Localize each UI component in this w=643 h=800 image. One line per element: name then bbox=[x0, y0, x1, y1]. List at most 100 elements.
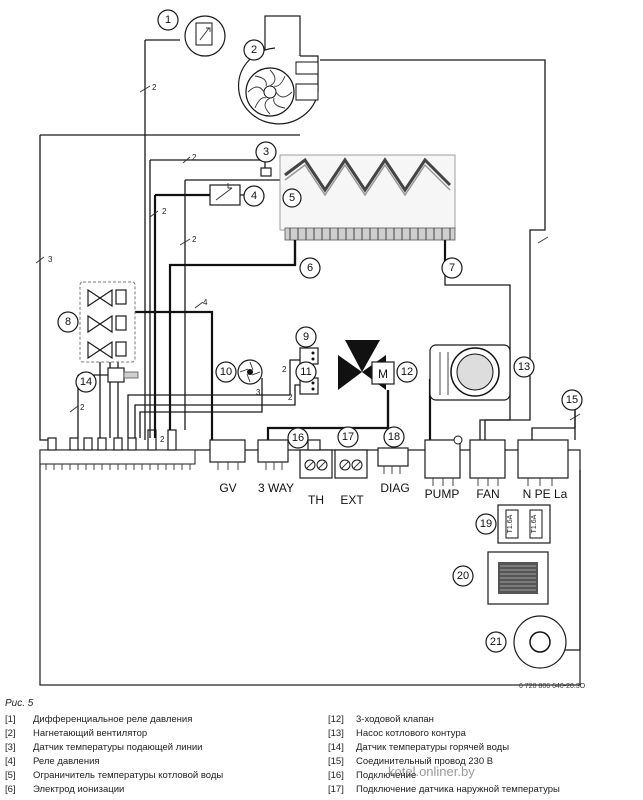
callout-20: 20 bbox=[452, 565, 474, 587]
transformer bbox=[487, 551, 549, 605]
label-diag: DIAG bbox=[380, 481, 409, 495]
callout-6: 6 bbox=[299, 257, 321, 279]
legend-item: [5]Ограничитель температуры котловой вод… bbox=[5, 770, 224, 781]
watermark: kotel.onliner.by bbox=[388, 764, 475, 779]
connector-fan bbox=[469, 439, 506, 486]
callout-11: 11 bbox=[295, 361, 317, 383]
callout-5: 5 bbox=[282, 188, 302, 208]
callout-3: 3 bbox=[255, 141, 277, 163]
figure-caption: Рис. 5 bbox=[5, 698, 34, 709]
wire-transformer bbox=[565, 470, 581, 651]
callout-4: 4 bbox=[243, 185, 265, 207]
legend-item: [3]Датчик температуры подающей линии bbox=[5, 742, 203, 753]
pressure-switch bbox=[209, 183, 260, 206]
svg-text:10: 10 bbox=[220, 366, 232, 378]
svg-text:21: 21 bbox=[490, 636, 502, 648]
svg-text:17: 17 bbox=[342, 431, 354, 443]
heat-exchanger bbox=[279, 154, 456, 231]
callout-8: 8 bbox=[57, 311, 79, 333]
fuse-block: T1.6A T1.6A bbox=[497, 504, 551, 544]
label-fan: FAN bbox=[476, 487, 499, 501]
wire-count-label: 2 bbox=[288, 393, 293, 402]
svg-text:13: 13 bbox=[518, 361, 530, 373]
wire-count-labels: 2 2 2 2 2 3 4 2 2 3 2 bbox=[48, 83, 293, 444]
label-3way: 3 WAY bbox=[258, 481, 294, 495]
wire-fan-power bbox=[320, 59, 546, 440]
fuse-label: T1.6A bbox=[507, 514, 514, 533]
callout-12: 12 bbox=[396, 361, 418, 383]
label-mains: N PE La bbox=[523, 487, 568, 501]
wire-count-label: 4 bbox=[203, 298, 208, 307]
wire-count-label: 3 bbox=[48, 255, 53, 264]
label-th: TH bbox=[308, 493, 324, 507]
circulation-pump bbox=[429, 344, 511, 401]
svg-text:20: 20 bbox=[457, 570, 469, 582]
legend-item: [6]Электрод ионизации bbox=[5, 784, 125, 795]
label-gv: GV bbox=[219, 481, 236, 495]
connector-gv bbox=[209, 439, 246, 470]
wire-count-label: 2 bbox=[162, 207, 167, 216]
figure-code: 6 720 806 640-20.3O bbox=[519, 683, 586, 690]
svg-text:16: 16 bbox=[292, 432, 304, 444]
gas-valve-block bbox=[79, 281, 136, 363]
wire-gas-valve bbox=[105, 310, 214, 440]
connector-mains bbox=[517, 439, 569, 486]
differential-pressure-switch bbox=[184, 15, 226, 57]
wire-count-label: 3 bbox=[256, 388, 261, 397]
callout-13: 13 bbox=[513, 356, 535, 378]
fuse-label: T1.6A bbox=[531, 514, 538, 533]
svg-text:19: 19 bbox=[480, 518, 492, 530]
wire-count-label: 2 bbox=[192, 235, 197, 244]
flow-meter bbox=[237, 359, 263, 385]
valve-motor-label: M bbox=[378, 367, 388, 381]
connector-diag bbox=[377, 447, 409, 474]
svg-text:18: 18 bbox=[388, 431, 400, 443]
callout-18: 18 bbox=[383, 426, 405, 448]
blower-fan bbox=[237, 15, 319, 125]
callout-15: 15 bbox=[561, 389, 583, 411]
callout-2: 2 bbox=[243, 39, 265, 61]
main-terminal-pins bbox=[45, 464, 191, 470]
wire-count-label: 2 bbox=[160, 435, 165, 444]
wire-count-label: 2 bbox=[80, 403, 85, 412]
callout-14: 14 bbox=[75, 371, 97, 393]
wire-fan-bundle bbox=[39, 135, 48, 441]
connector-ext bbox=[334, 449, 368, 479]
svg-text:6: 6 bbox=[307, 262, 313, 274]
legend-item: [4]Реле давления bbox=[5, 756, 100, 767]
callout-10: 10 bbox=[215, 361, 237, 383]
legend-item: [2]Нагнетающий вентилятор bbox=[5, 728, 148, 739]
main-terminal-plugs bbox=[47, 429, 177, 451]
svg-text:5: 5 bbox=[289, 192, 295, 204]
hot-water-sensor bbox=[107, 367, 139, 383]
svg-text:7: 7 bbox=[449, 262, 455, 274]
legend-item: [16]Подключение bbox=[328, 770, 417, 781]
legend-item: [15]Соединительный провод 230 В bbox=[328, 756, 494, 767]
svg-text:12: 12 bbox=[401, 366, 413, 378]
main-terminal-strip bbox=[39, 449, 196, 465]
wire-3way-valve bbox=[266, 390, 390, 440]
svg-text:14: 14 bbox=[80, 376, 92, 388]
callout-markers: 1 2 3 4 5 6 7 8 9 10 11 12 13 14 15 16 1… bbox=[57, 9, 583, 653]
connector-3way bbox=[257, 439, 289, 470]
connector-pump bbox=[424, 435, 463, 486]
svg-text:9: 9 bbox=[303, 331, 309, 343]
svg-text:8: 8 bbox=[65, 316, 71, 328]
svg-text:2: 2 bbox=[251, 44, 257, 56]
wire-230v bbox=[531, 410, 576, 440]
legend-item: [1]Дифференциальное реле давления bbox=[5, 714, 193, 725]
connector-9 bbox=[299, 347, 319, 365]
mains-terminal-disc bbox=[513, 615, 567, 669]
wire-count-label: 2 bbox=[192, 153, 197, 162]
legend-item: [14]Датчик температуры горячей воды bbox=[328, 742, 510, 753]
wire-flowmeter bbox=[127, 359, 300, 438]
svg-text:15: 15 bbox=[566, 394, 578, 406]
callout-16: 16 bbox=[287, 427, 309, 449]
callout-21: 21 bbox=[485, 631, 507, 653]
burner bbox=[284, 227, 456, 241]
callout-1: 1 bbox=[157, 9, 179, 31]
connector-labels: GV 3 WAY TH EXT DIAG PUMP FAN N PE La bbox=[219, 481, 567, 507]
svg-text:4: 4 bbox=[251, 190, 257, 202]
legend-item: [12]3-ходовой клапан bbox=[328, 714, 434, 725]
